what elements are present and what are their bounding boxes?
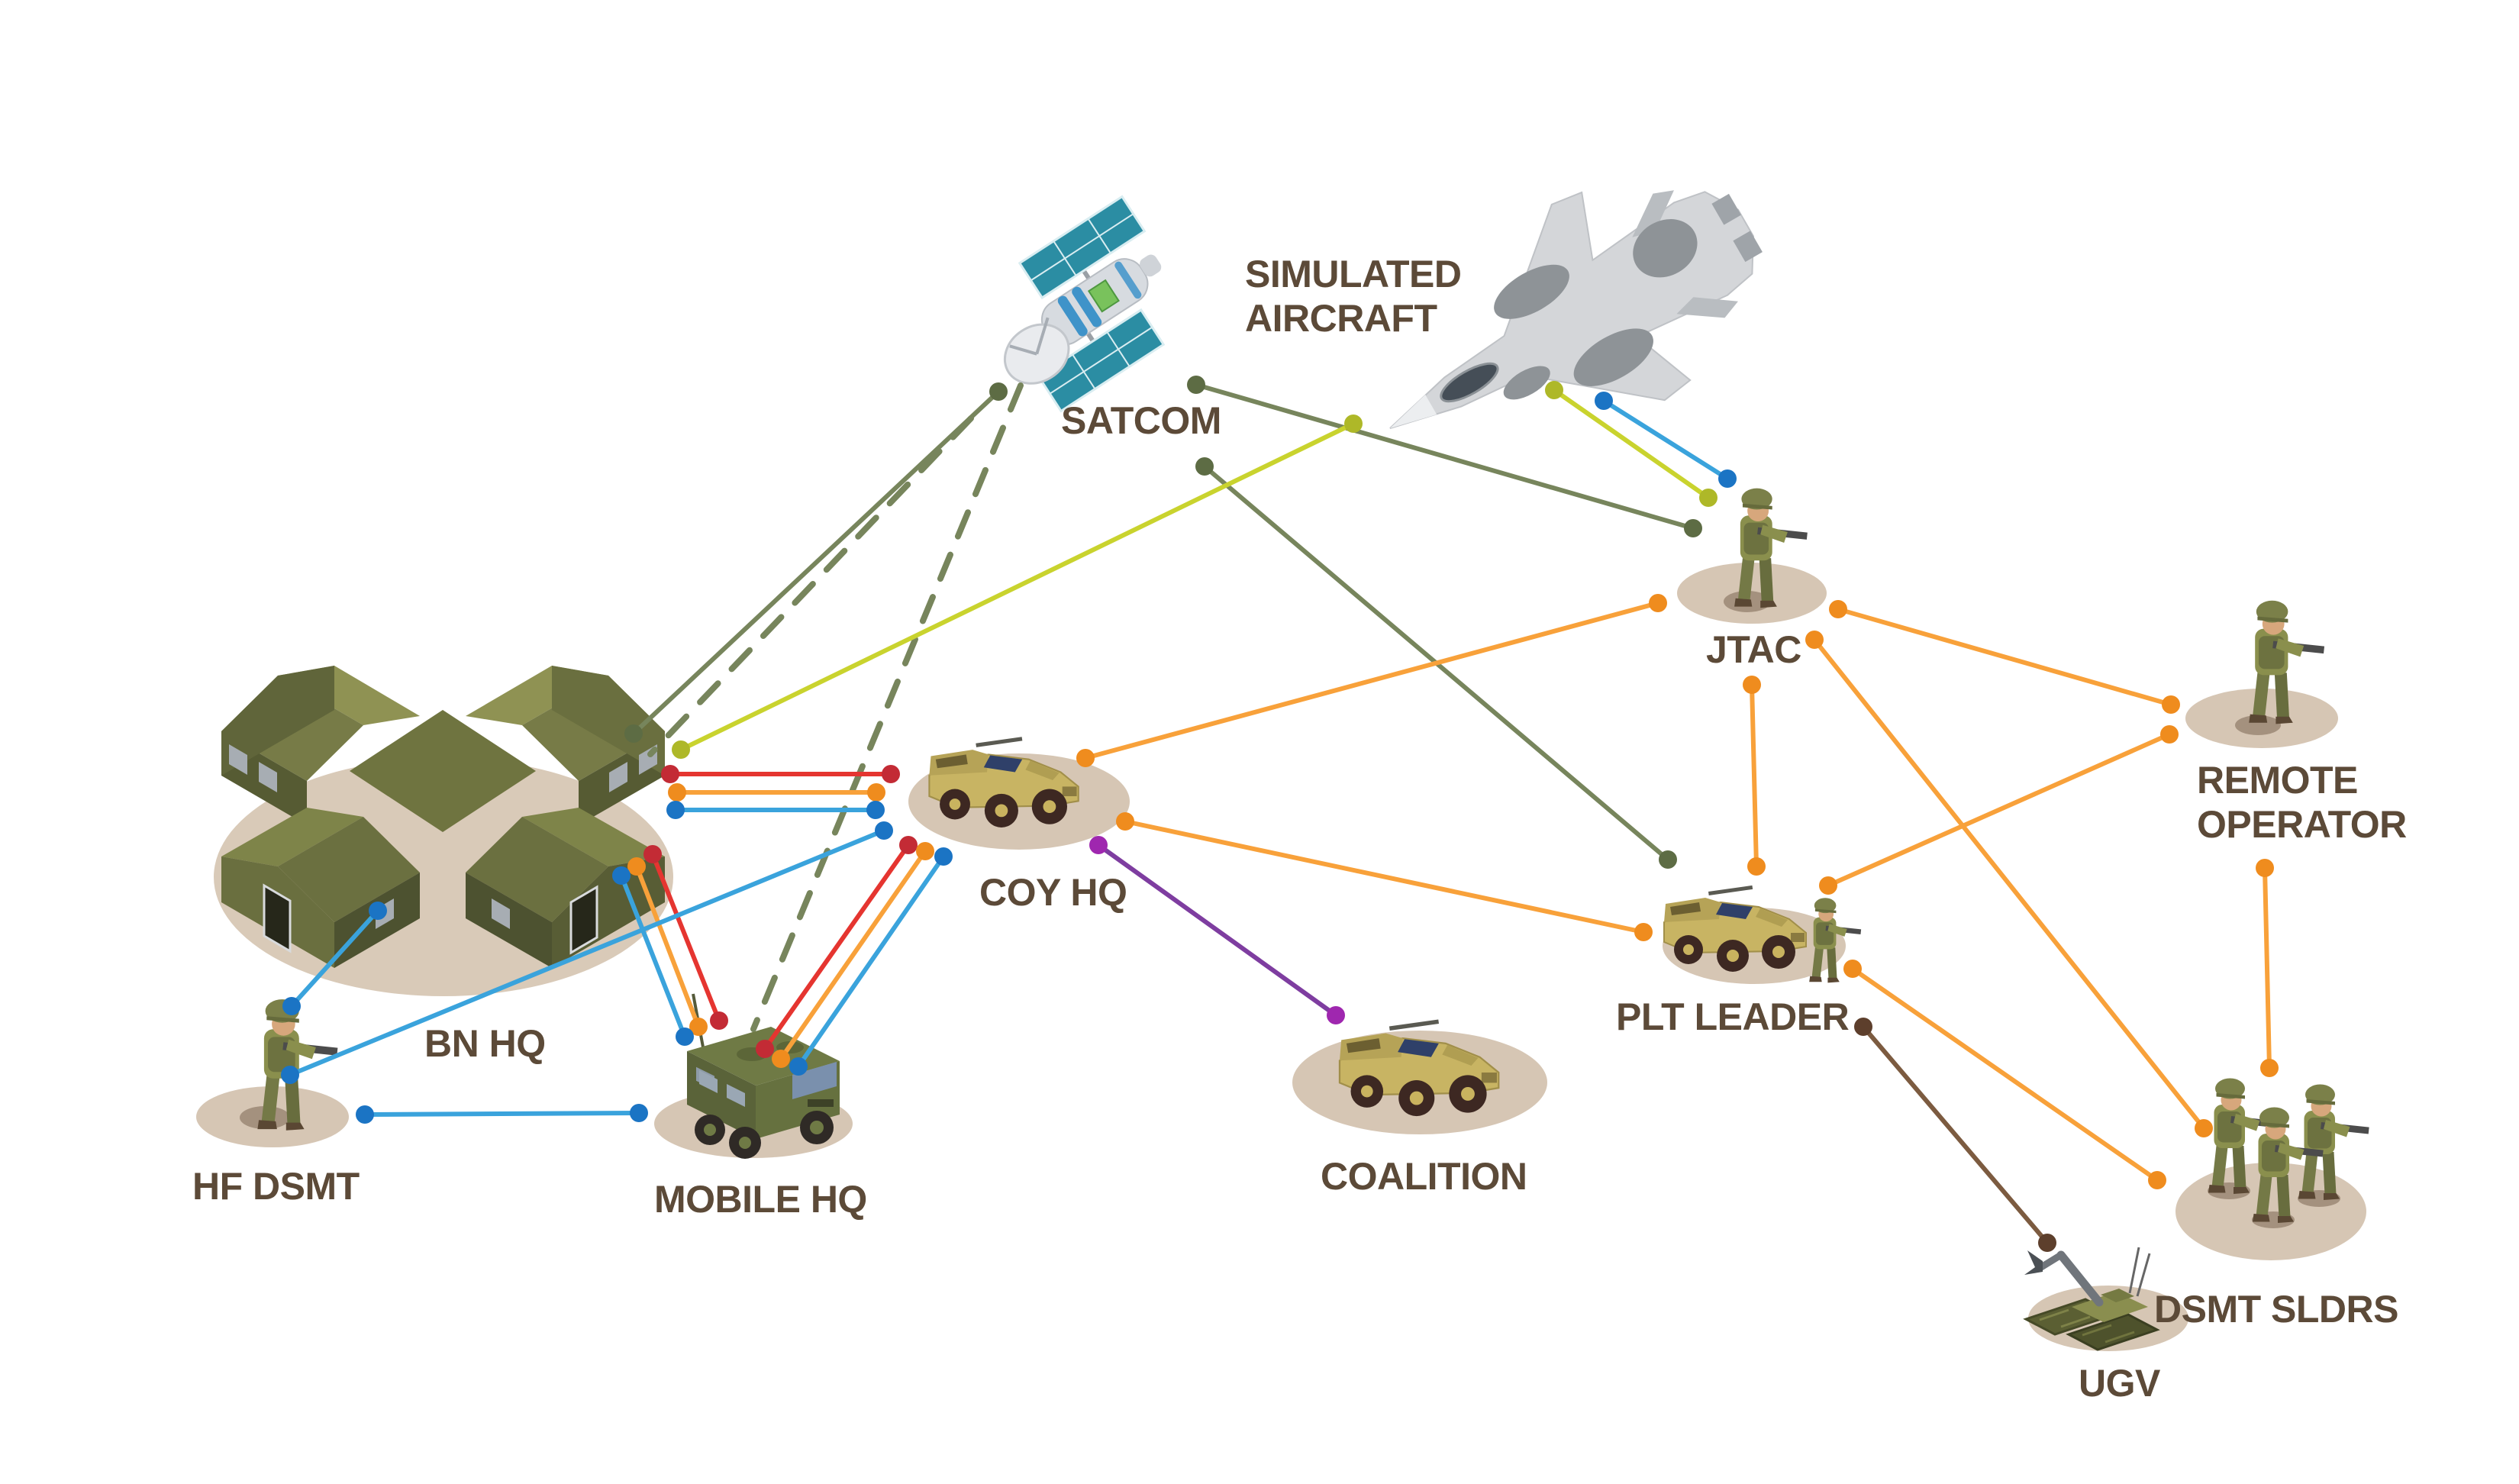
link-endpoint-dot (1829, 600, 1847, 618)
link-endpoint-dot (2148, 1171, 2166, 1189)
link-endpoint-dot (989, 382, 1008, 401)
link-endpoint-dot (661, 765, 679, 783)
link-endpoint-dot (867, 783, 885, 802)
link-endpoint-dot (710, 1011, 728, 1030)
link-endpoint-dot (1195, 457, 1214, 476)
link-endpoint-dot (789, 1057, 808, 1076)
link-endpoint-dot (882, 765, 900, 783)
link-endpoint-dot (1649, 594, 1667, 612)
link-coy_hq-jtac-orange (1076, 594, 1667, 767)
link-endpoint-dot (916, 842, 934, 860)
link-endpoint-dot (672, 740, 690, 759)
link-plt_leader-dsmt_sldrs-orange (1843, 960, 2166, 1189)
link-endpoint-dot (1743, 676, 1761, 694)
link-jtac-dsmt_sldrs-orange (1805, 631, 2213, 1137)
bn-hq-icon (221, 666, 665, 968)
link-remote_operator-dsmt_sldrs-orange (2256, 859, 2279, 1077)
link-endpoint-dot (756, 1040, 774, 1058)
satcom-icon (1003, 195, 1166, 413)
link-endpoint-dot (1089, 836, 1108, 854)
mobile-hq-icon (687, 993, 840, 1159)
link-endpoint-dot (282, 997, 301, 1015)
link-endpoint-dot (281, 1066, 299, 1084)
link-coy_hq-mobile_hq-orange (772, 842, 934, 1068)
link-endpoint-dot (1684, 519, 1702, 537)
link-endpoint-dot (2038, 1234, 2056, 1252)
remote-operator-ground-inner (2235, 715, 2281, 735)
link-jtac-remote_operator-orange (1829, 600, 2180, 714)
link-bn_hq-mobile_hq-red (643, 845, 728, 1030)
link-jtac-plt_leader-orange (1743, 676, 1766, 876)
link-endpoint-dot (2256, 859, 2274, 877)
link-endpoint-dot (627, 857, 646, 876)
link-satcom-bn_hq-olive (647, 415, 974, 757)
link-endpoint-dot (934, 847, 953, 866)
link-endpoint-dot (1819, 876, 1837, 895)
link-plt_leader-ugv-brown (1854, 1018, 2056, 1252)
link-bn_hq-hf_dsmt-blue (282, 902, 387, 1015)
link-bn_hq-simulated_aircraft-lime (672, 415, 1363, 759)
link-bn_hq-mobile_hq-blue (612, 866, 694, 1046)
link-endpoint-dot (1843, 960, 1862, 978)
link-endpoint-dot (1805, 631, 1824, 649)
link-endpoint-dot (643, 845, 662, 863)
link-endpoint-dot (1327, 1006, 1345, 1024)
link-endpoint-dot (866, 801, 885, 819)
link-coy_hq-coalition-purple (1089, 836, 1345, 1024)
link-endpoint-dot (1545, 381, 1563, 399)
link-coy_hq-mobile_hq-blue (789, 847, 953, 1076)
link-hf_dsmt-mobile_hq-blue (356, 1104, 648, 1124)
link-endpoint-dot (2260, 1059, 2279, 1077)
link-bn_hq-mobile_hq-orange (627, 857, 708, 1036)
link-satcom-jtac-olive (1187, 376, 1702, 537)
link-simulated_aircraft-jtac-lime (1545, 381, 1718, 507)
link-coy_hq-plt_leader-orange (1116, 812, 1653, 941)
link-endpoint-dot (1344, 415, 1363, 433)
link-endpoint-dot (2162, 695, 2180, 714)
ugv-icon (2023, 1247, 2160, 1351)
link-endpoint-dot (1747, 857, 1766, 876)
link-endpoint-dot (668, 783, 686, 802)
link-endpoint-dot (612, 866, 631, 885)
link-satcom-bn_hq-olive (624, 382, 1008, 743)
link-endpoint-dot (666, 801, 685, 819)
link-endpoint-dot (1718, 469, 1737, 488)
link-endpoint-dot (2195, 1119, 2213, 1137)
coy-hq-icon (928, 736, 1079, 828)
simulated-aircraft-icon (1389, 190, 1763, 429)
link-endpoint-dot (356, 1105, 374, 1124)
link-endpoint-dot (899, 836, 918, 854)
link-endpoint-dot (772, 1050, 790, 1068)
link-satcom-mobile_hq-olive (750, 382, 1024, 1032)
link-hf_dsmt-coy_hq-blue (281, 821, 893, 1084)
link-endpoint-dot (1187, 376, 1205, 394)
link-endpoint-dot (676, 1028, 694, 1046)
link-endpoint-dot (624, 724, 643, 743)
link-endpoint-dot (2160, 725, 2179, 744)
link-endpoint-dot (689, 1018, 708, 1036)
link-endpoint-dot (1854, 1018, 1872, 1036)
link-endpoint-dot (1076, 749, 1095, 767)
link-endpoint-dot (1699, 489, 1718, 507)
link-endpoint-dot (630, 1104, 648, 1122)
link-bn_hq-coy_hq-blue (666, 801, 885, 819)
link-bn_hq-coy_hq-red (661, 765, 900, 783)
link-coy_hq-mobile_hq-red (756, 836, 918, 1058)
link-endpoint-dot (1595, 392, 1613, 410)
link-plt_leader-remote_operator-orange (1819, 725, 2179, 895)
link-endpoint-dot (875, 821, 893, 840)
link-endpoint-dot (369, 902, 387, 920)
link-simulated_aircraft-jtac-blue (1595, 392, 1737, 488)
link-endpoint-dot (1116, 812, 1134, 831)
link-lines (281, 376, 2279, 1252)
link-endpoint-dot (1634, 923, 1653, 941)
link-bn_hq-coy_hq-orange (668, 783, 885, 802)
link-endpoint-dot (1659, 850, 1677, 869)
